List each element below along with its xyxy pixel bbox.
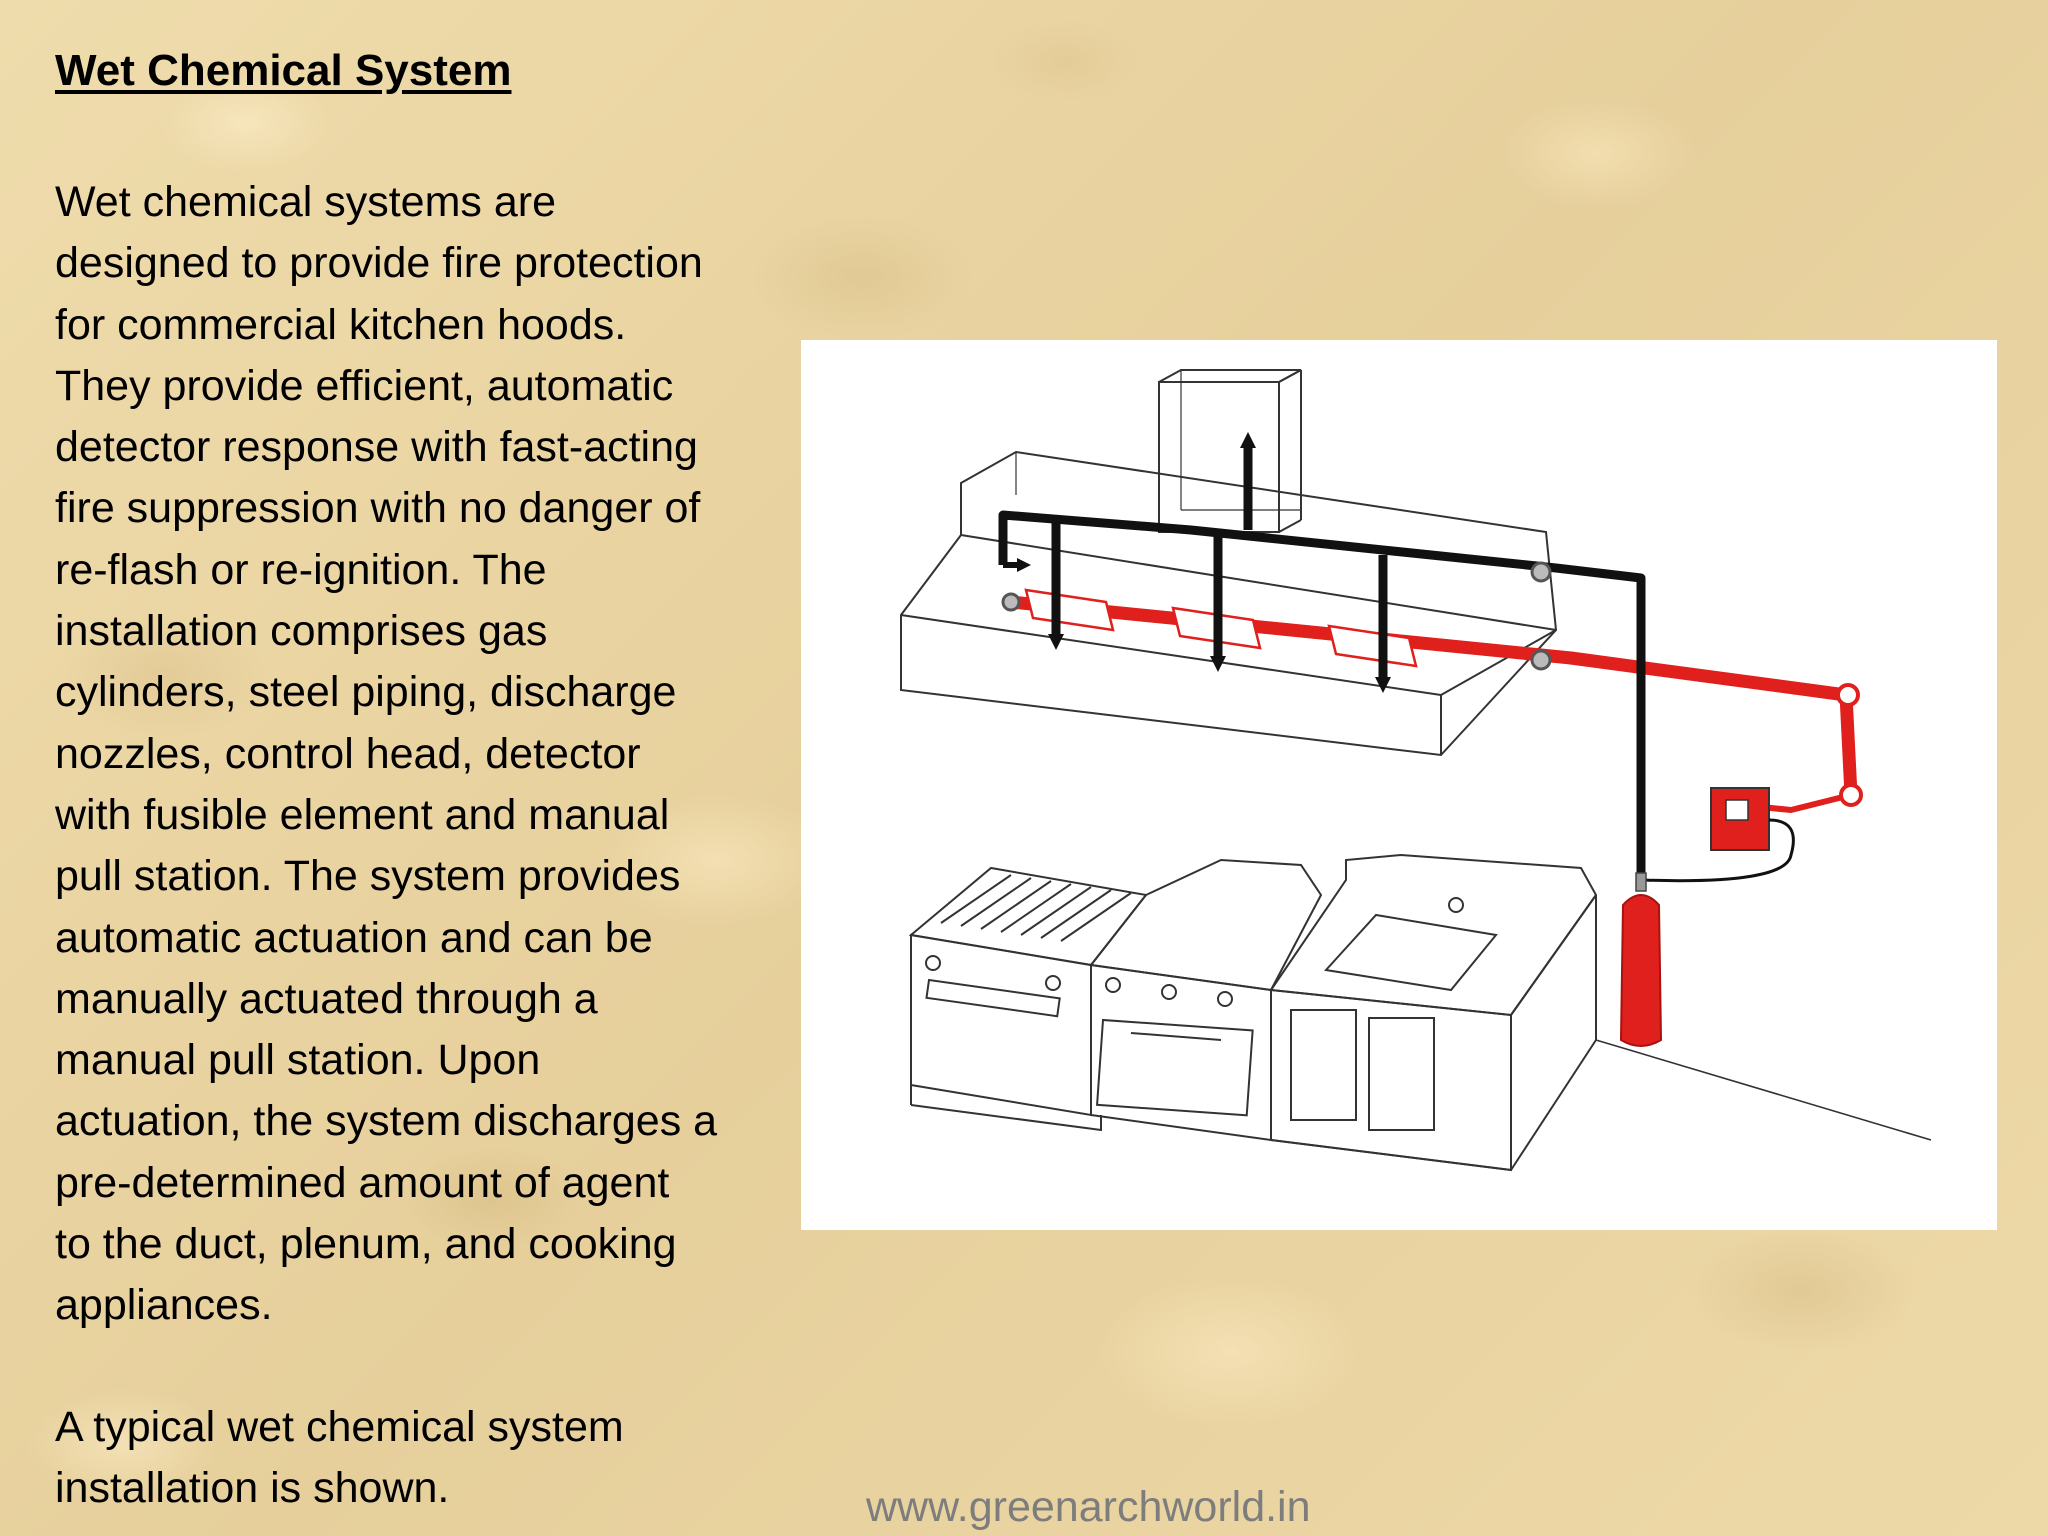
slide-title: Wet Chemical System (55, 46, 512, 95)
agent-cylinder (1619, 872, 1663, 1047)
caption-line: A typical wet chemical system (55, 1403, 624, 1451)
control-head (1640, 787, 1795, 883)
description-line: detector response with fast-acting (55, 423, 698, 472)
description-line: actuation, the system discharges a (55, 1097, 718, 1146)
description-line: manually actuated through a (55, 974, 598, 1023)
caption-line: installation is shown. (55, 1464, 450, 1513)
description-line: installation comprises gas (55, 607, 548, 656)
description-line: re-flash or re-ignition. The (55, 545, 547, 594)
description-line: cylinders, steel piping, discharge (55, 668, 677, 717)
exhaust-duct (1158, 369, 1302, 533)
website-watermark: www.greenarchworld.in (866, 1483, 1311, 1531)
description-line: nozzles, control head, detector (55, 729, 641, 778)
caption-paragraph: A typical wet chemical system installati… (55, 1397, 795, 1520)
detection-line (998, 432, 1646, 873)
description-line: Wet chemical systems are (55, 178, 557, 226)
description-line: manual pull station. Upon (55, 1036, 541, 1085)
description-line: to the duct, plenum, and cooking (55, 1220, 677, 1269)
description-line: pre-determined amount of agent (55, 1158, 670, 1207)
description-line: with fusible element and manual (55, 790, 670, 839)
description-line: designed to provide fire protection (55, 239, 703, 288)
description-paragraph: Wet chemical systems are designed to pro… (55, 172, 795, 1337)
description-line: for commercial kitchen hoods. (55, 300, 627, 349)
kitchen-hood (900, 450, 1558, 757)
cooking-appliances (908, 853, 1932, 1172)
kitchen-hood-system-diagram (801, 340, 1997, 1230)
description-line: pull station. The system provides (55, 852, 681, 901)
description-line: fire suppression with no danger of (55, 484, 701, 533)
description-line: appliances. (55, 1281, 273, 1330)
agent-piping (1004, 595, 1863, 813)
description-line: automatic actuation and can be (55, 913, 653, 962)
description-line: They provide efficient, automatic (55, 361, 674, 410)
